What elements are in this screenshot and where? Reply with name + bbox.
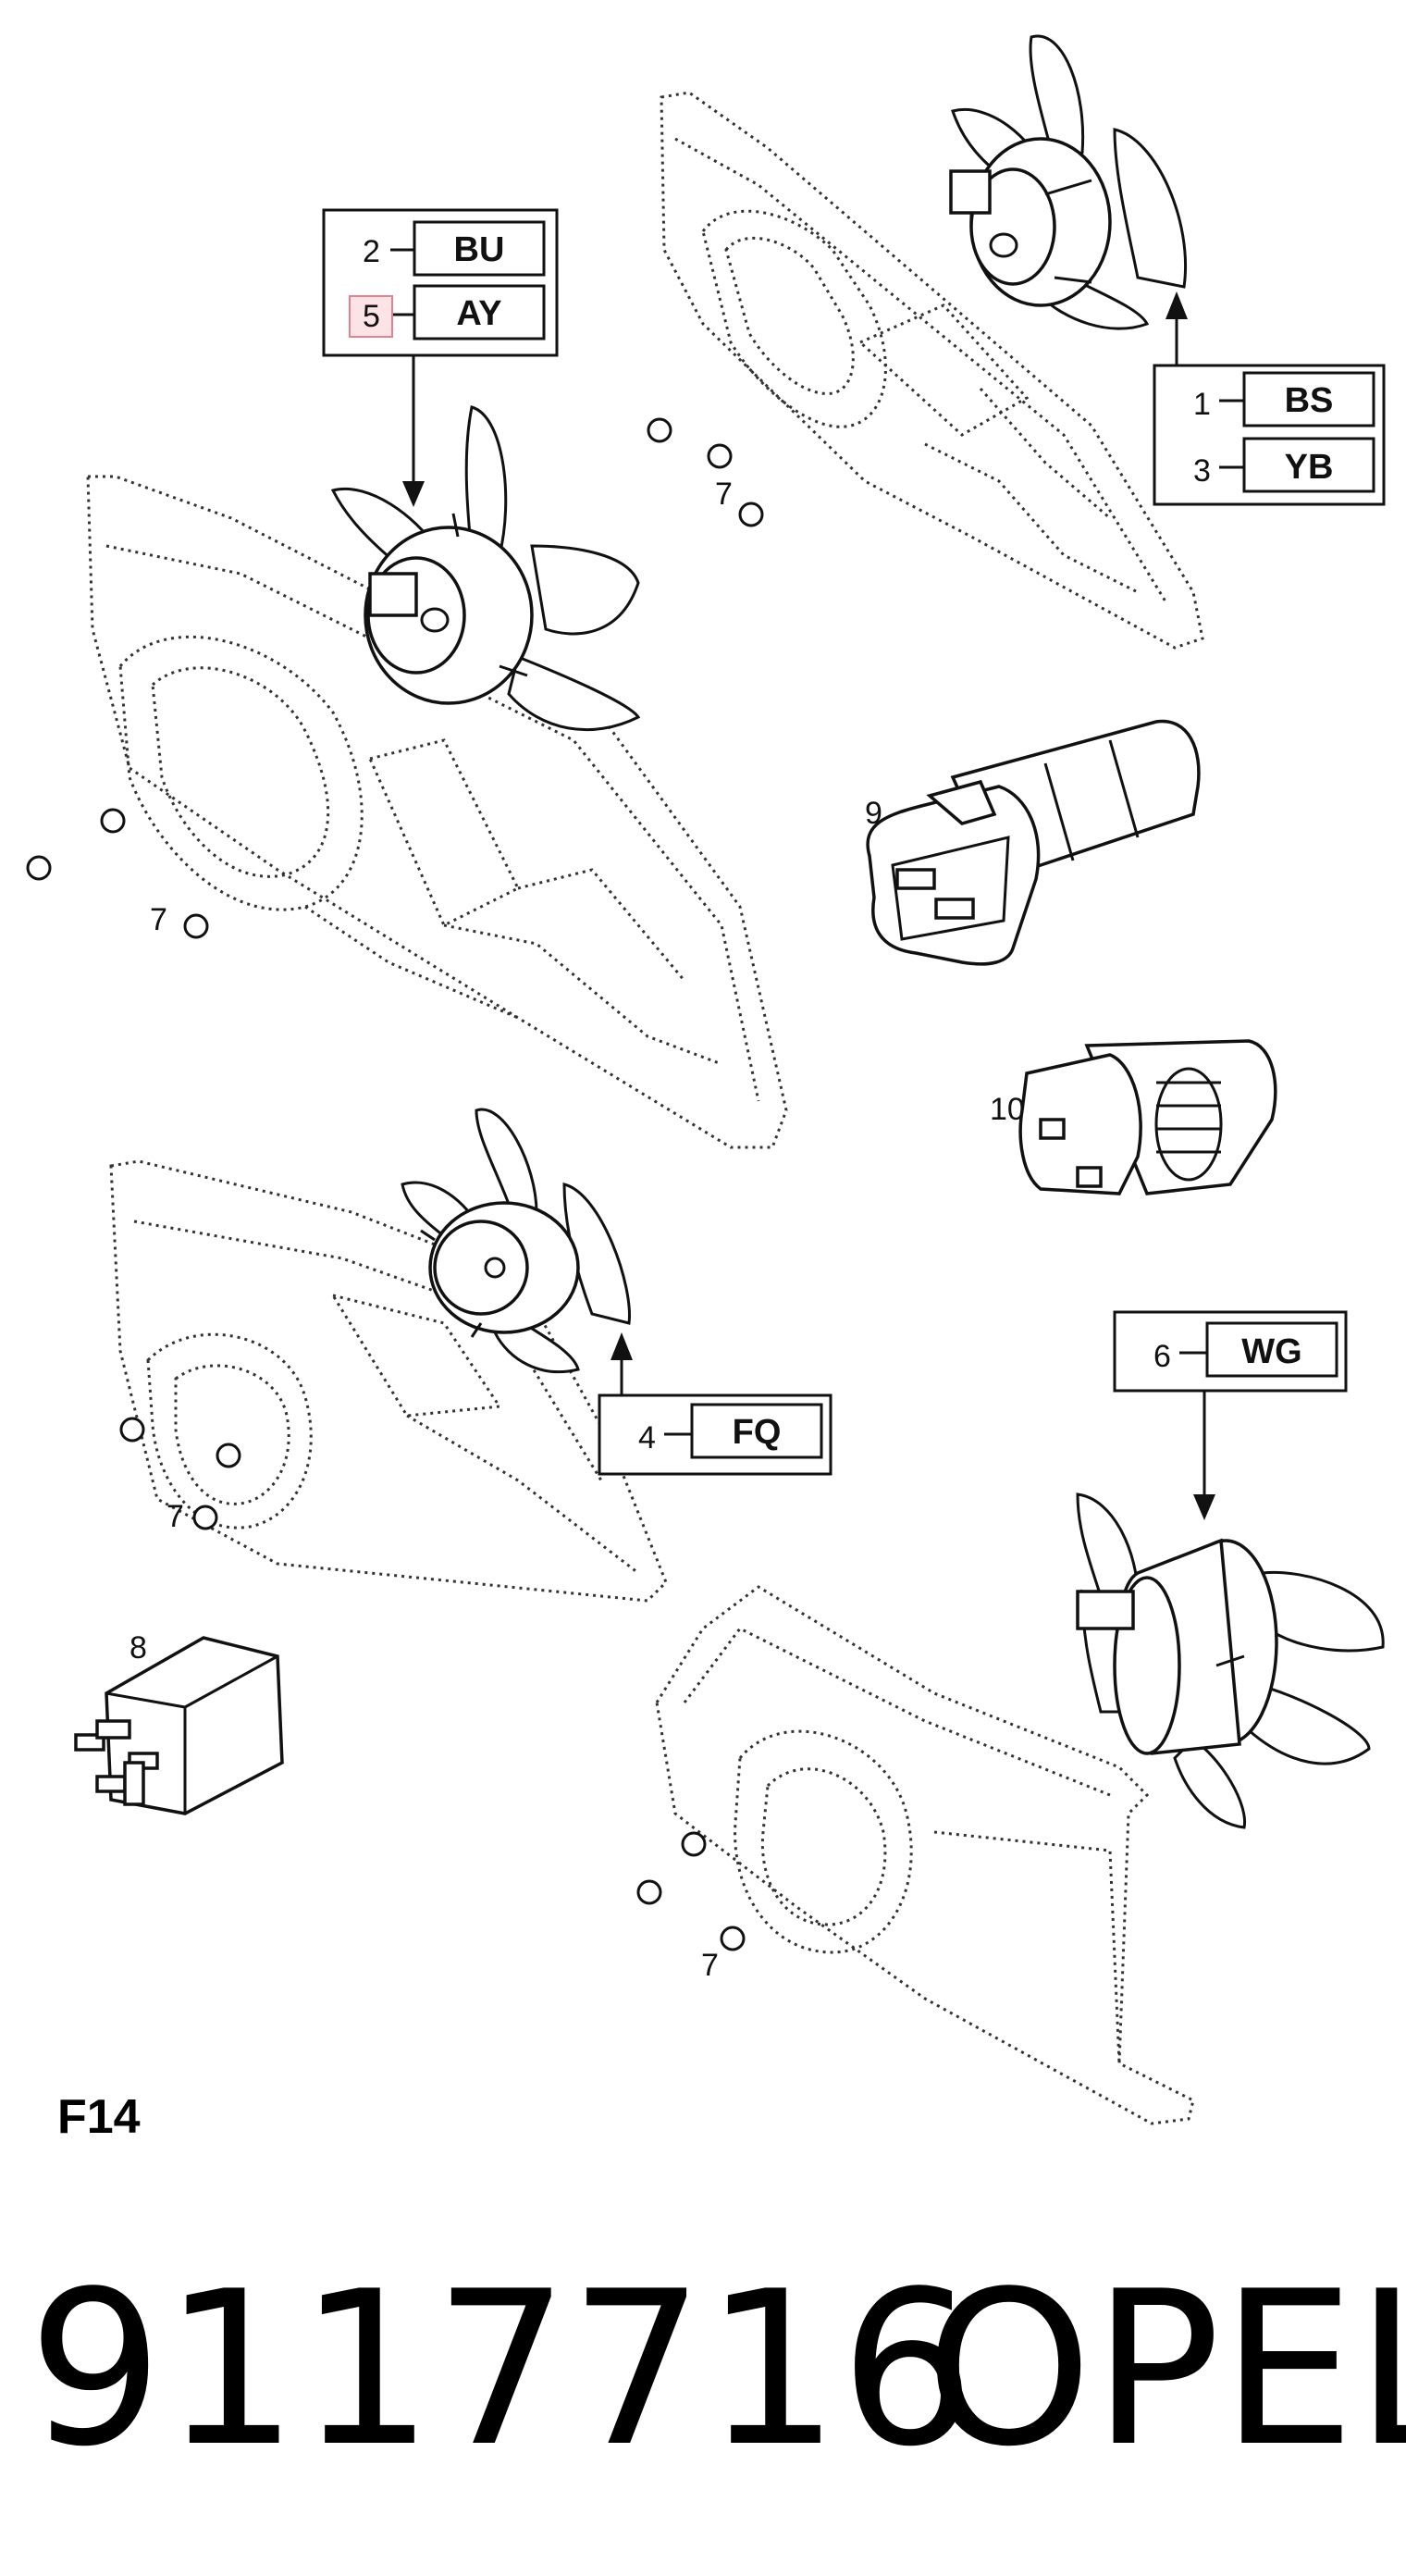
callout-box-bu-ay [322,208,559,507]
highlight-box-5 [349,295,393,338]
label-part-10: 10 [990,1092,1025,1127]
label-nut-lower-right: 7 [701,1948,719,1983]
relay-part-8 [74,1636,284,1815]
cooling-fan-upper-right [949,34,1187,330]
label-part-9: 9 [865,796,882,831]
callout-num-3: 3 [1193,453,1211,489]
callout-num-6: 6 [1153,1339,1171,1374]
cooling-fan-middle-left [401,1108,631,1374]
part-number: 9117716 [28,2247,975,2494]
nut-group-lower-right [636,1831,746,1951]
callout-num-4: 4 [638,1420,656,1455]
label-nut-upper-left: 7 [150,902,167,937]
callout-box-bs-yb [1153,291,1386,506]
connector-part-9 [866,719,1201,966]
label-nut-upper-right: 7 [715,477,733,512]
callout-num-2: 2 [363,234,380,269]
callout-num-1: 1 [1193,387,1211,422]
label-part-8: 8 [130,1630,147,1666]
fan-shroud-upper-right [660,91,1204,650]
callout-num-5: 5 [363,299,380,334]
fan-shroud-lower-right [655,1585,1195,2125]
cooling-fan-upper-left [330,405,641,732]
callout-code-wg: WG [1241,1332,1301,1371]
label-nut-middle-left: 7 [166,1499,184,1534]
nut-group-upper-right [647,417,764,527]
callout-code-yb: YB [1285,448,1334,487]
callout-code-bu: BU [454,230,505,269]
connector-part-10 [1018,1039,1277,1195]
nut-group-middle-left [119,1417,241,1530]
brand-name: OPEL [925,2247,1406,2494]
callout-code-fq: FQ [733,1413,782,1452]
callout-box-fq [598,1332,832,1476]
cooling-fan-lower-right [1076,1492,1385,1829]
fan-shroud-upper-left [86,475,788,1149]
callout-code-bs: BS [1285,381,1334,420]
nut-group-upper-left [26,808,209,939]
callout-box-wg [1113,1310,1348,1520]
callout-code-ay: AY [456,294,501,333]
section-label: F14 [57,2090,141,2144]
fan-shroud-middle-left [109,1159,668,1603]
